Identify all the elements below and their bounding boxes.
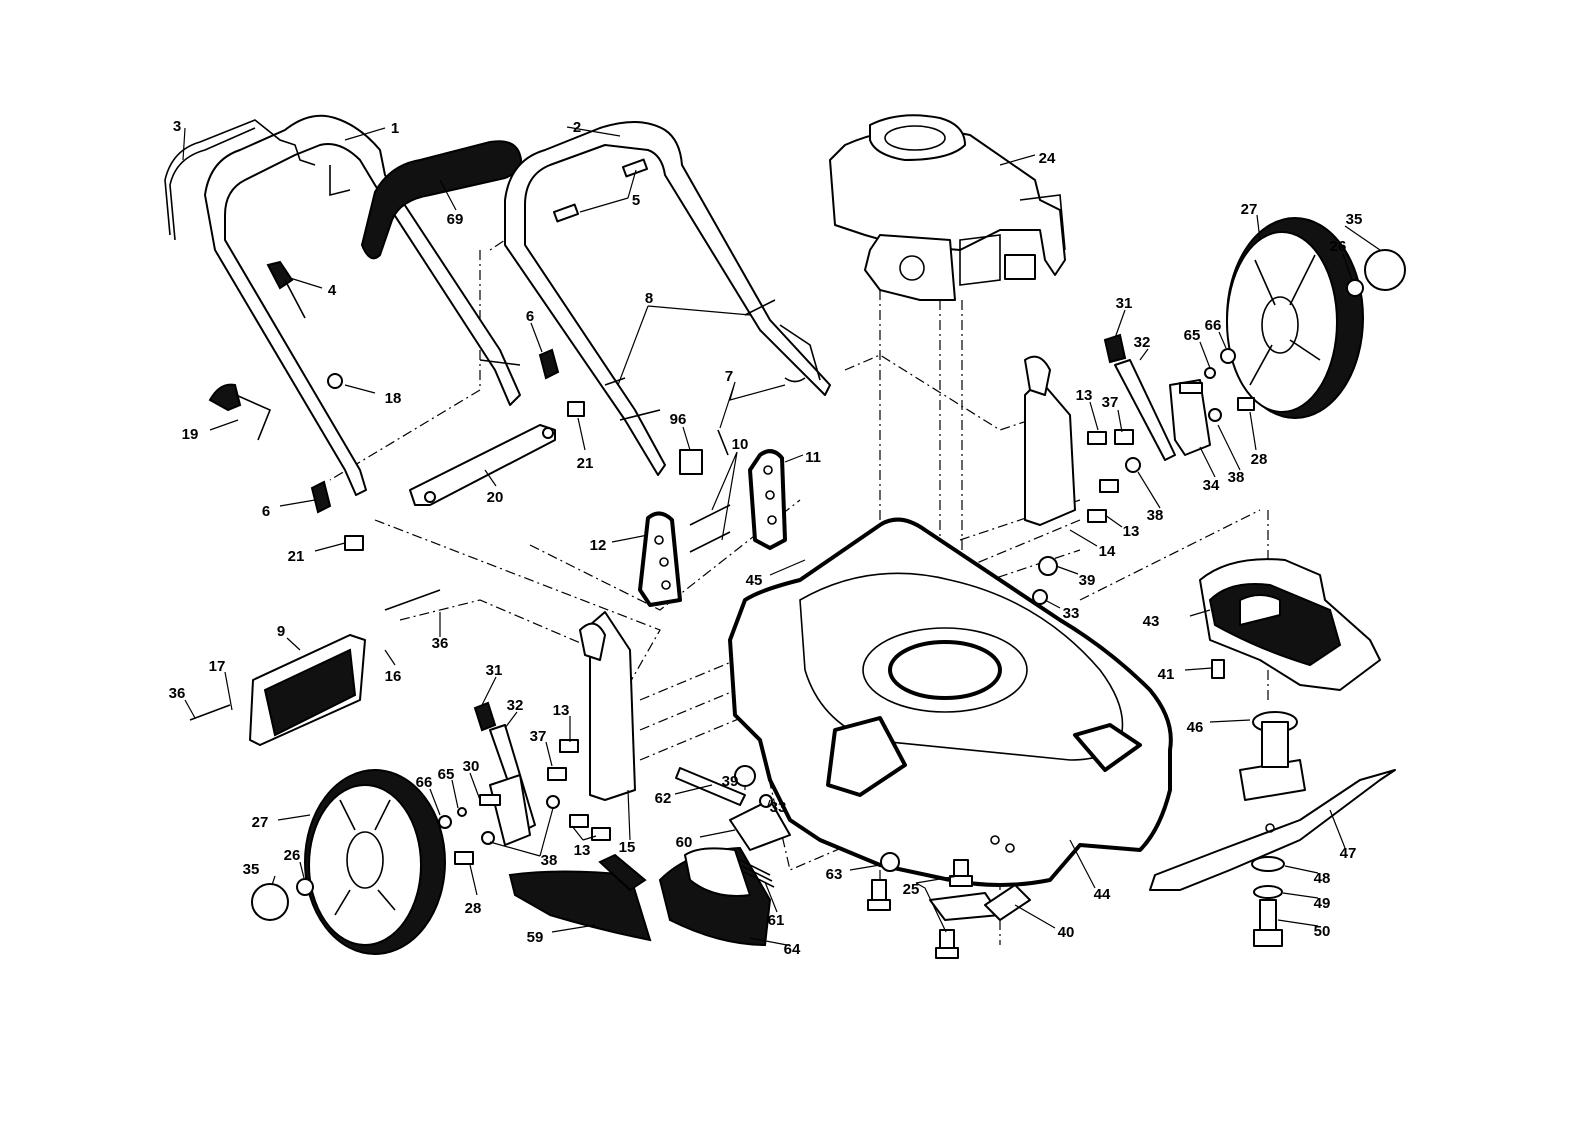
part-label-4: 4 — [328, 282, 337, 299]
part-label-96: 96 — [670, 411, 687, 428]
part-label-31: 31 — [1116, 295, 1133, 312]
part-label-40: 40 — [1058, 924, 1075, 941]
part-label-31: 31 — [486, 662, 503, 679]
part-label-13: 13 — [1076, 387, 1093, 404]
part-label-36: 36 — [432, 635, 449, 652]
height-adjusters — [579, 355, 1076, 801]
part-label-59: 59 — [527, 929, 544, 946]
part-label-25: 25 — [903, 881, 920, 898]
part-label-69: 69 — [447, 211, 464, 228]
part-label-14: 14 — [1099, 543, 1116, 560]
mower-deck — [728, 517, 1173, 887]
part-label-62: 62 — [655, 790, 672, 807]
part-label-26: 26 — [284, 847, 301, 864]
part-label-65: 65 — [1184, 327, 1201, 344]
part-label-24: 24 — [1039, 150, 1056, 167]
hardware — [327, 158, 806, 551]
part-label-8: 8 — [645, 290, 653, 307]
control-bail — [164, 119, 316, 241]
handle-grip — [360, 140, 522, 260]
part-label-64: 64 — [784, 941, 801, 958]
part-label-35: 35 — [1346, 211, 1363, 228]
part-label-49: 49 — [1314, 895, 1331, 912]
part-label-39: 39 — [1079, 572, 1096, 589]
leader-lines — [182, 126, 1381, 946]
part-label-44: 44 — [1094, 886, 1111, 903]
part-label-39: 39 — [722, 773, 739, 790]
part-label-45: 45 — [746, 572, 763, 589]
part-label-20: 20 — [487, 489, 504, 506]
part-label-6: 6 — [526, 308, 534, 325]
right-axle-hardware — [1032, 333, 1255, 605]
part-label-28: 28 — [1251, 451, 1268, 468]
part-label-21: 21 — [577, 455, 594, 472]
part-label-15: 15 — [619, 839, 636, 856]
part-label-17: 17 — [209, 658, 226, 675]
part-label-33: 33 — [1063, 605, 1080, 622]
part-label-7: 7 — [725, 368, 733, 385]
part-label-11: 11 — [805, 449, 821, 466]
part-label-1: 1 — [391, 120, 399, 137]
part-label-66: 66 — [416, 774, 433, 791]
part-label-13: 13 — [574, 842, 591, 859]
lower-handle — [504, 120, 831, 476]
upper-handle — [204, 114, 521, 496]
part-label-13: 13 — [553, 702, 570, 719]
part-label-38: 38 — [541, 852, 558, 869]
front-wheel — [251, 769, 474, 955]
part-label-50: 50 — [1314, 923, 1331, 940]
part-label-34: 34 — [1203, 477, 1220, 494]
rear-flap-parts — [508, 765, 791, 947]
part-label-41: 41 — [1158, 666, 1175, 683]
part-label-28: 28 — [465, 900, 482, 917]
part-label-27: 27 — [1241, 201, 1258, 218]
part-label-65: 65 — [438, 766, 455, 783]
part-label-60: 60 — [676, 834, 693, 851]
part-label-30: 30 — [463, 758, 480, 775]
part-label-10: 10 — [732, 436, 749, 453]
part-label-13: 13 — [1123, 523, 1140, 540]
part-label-48: 48 — [1314, 870, 1331, 887]
height-brackets — [638, 449, 787, 607]
rear-door — [189, 589, 441, 746]
part-label-47: 47 — [1340, 845, 1357, 862]
part-label-38: 38 — [1147, 507, 1164, 524]
part-label-37: 37 — [1102, 394, 1119, 411]
handle-knobs — [208, 348, 560, 514]
part-label-26: 26 — [1330, 238, 1347, 255]
part-label-43: 43 — [1143, 613, 1160, 630]
cable-guide — [266, 260, 306, 319]
part-label-46: 46 — [1187, 719, 1204, 736]
part-label-5: 5 — [632, 192, 640, 209]
part-label-33: 33 — [770, 799, 787, 816]
part-label-36: 36 — [169, 685, 186, 702]
rear-wheel — [1226, 217, 1406, 419]
part-label-9: 9 — [277, 623, 285, 640]
part-label-18: 18 — [385, 390, 402, 407]
deck-bolts — [867, 852, 1031, 959]
part-label-35: 35 — [243, 861, 260, 878]
part-label-12: 12 — [590, 537, 607, 554]
part-label-61: 61 — [768, 912, 785, 929]
part-label-19: 19 — [182, 426, 199, 443]
engine — [829, 114, 1066, 301]
part-label-38: 38 — [1228, 469, 1245, 486]
blade-assembly — [1149, 558, 1396, 947]
part-label-2: 2 — [573, 119, 581, 136]
part-label-66: 66 — [1205, 317, 1222, 334]
part-label-3: 3 — [173, 118, 181, 135]
part-label-32: 32 — [507, 697, 524, 714]
part-label-27: 27 — [252, 814, 269, 831]
part-label-16: 16 — [385, 668, 402, 685]
part-label-21: 21 — [288, 548, 305, 565]
part-label-37: 37 — [530, 728, 547, 745]
part-label-63: 63 — [826, 866, 843, 883]
part-label-6: 6 — [262, 503, 270, 520]
part-label-32: 32 — [1134, 334, 1151, 351]
